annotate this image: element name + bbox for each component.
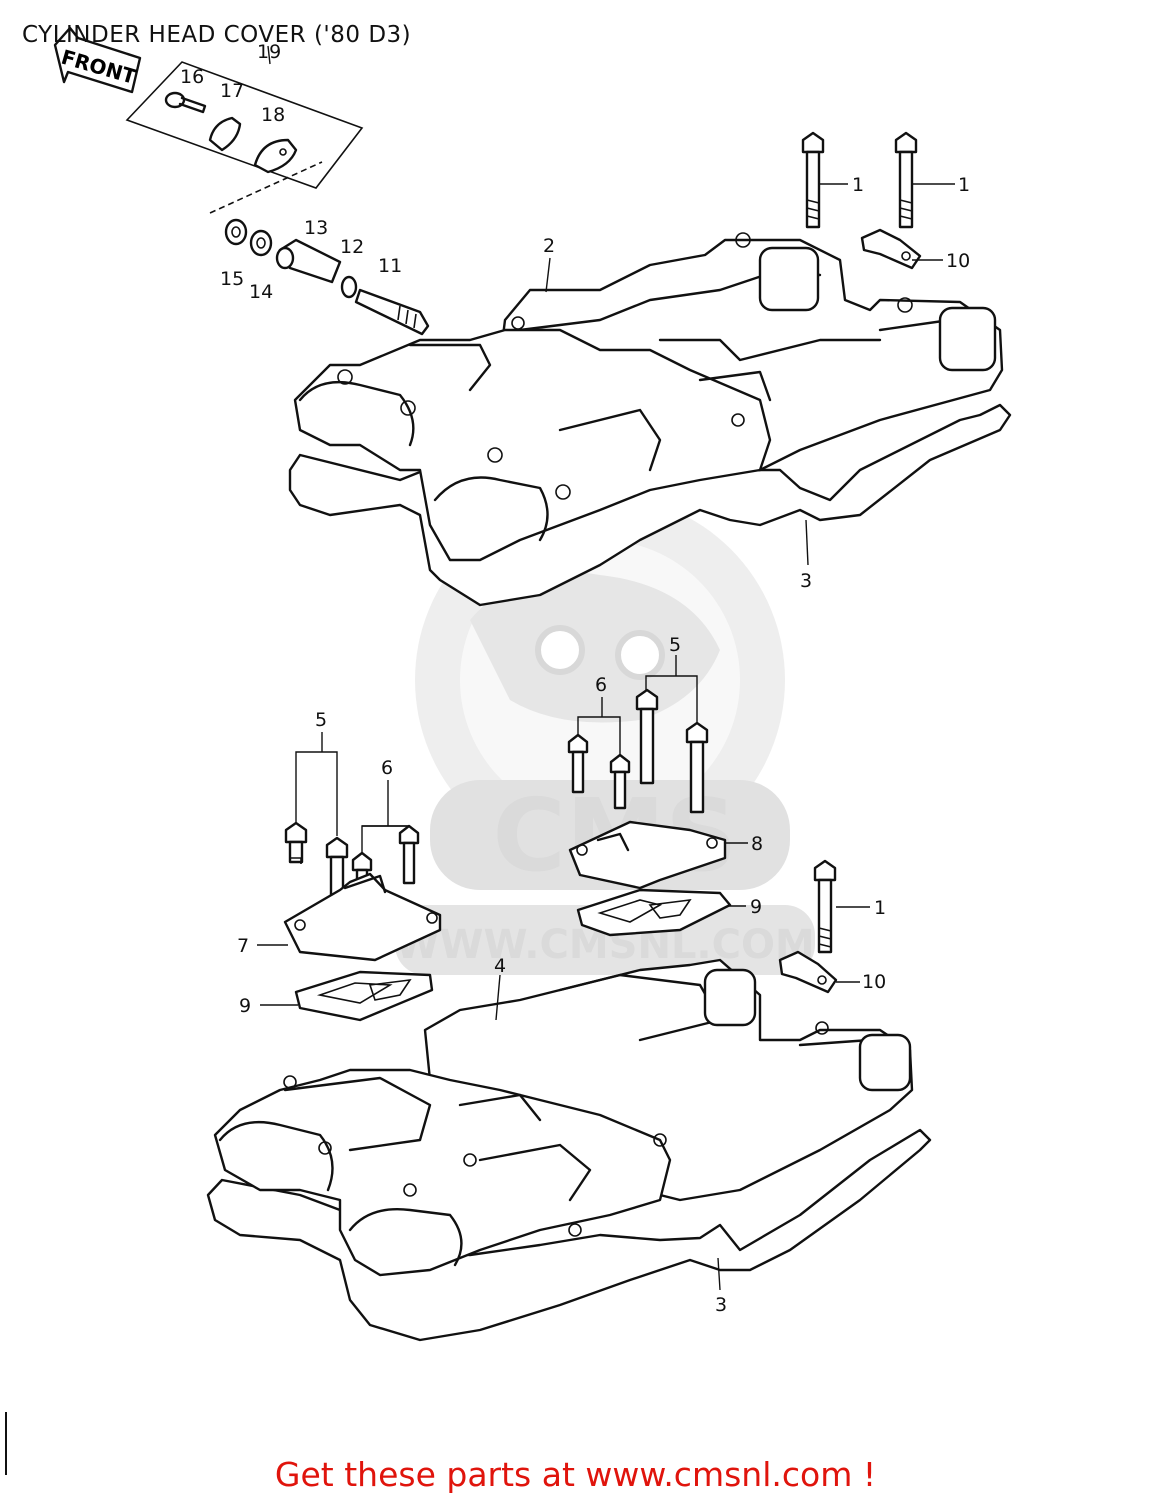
part-5-bolt-right-a bbox=[635, 688, 659, 785]
callout-4: 4 bbox=[494, 955, 506, 977]
callout-3: 3 bbox=[715, 1294, 727, 1316]
part-1-bolt-a bbox=[801, 131, 825, 229]
callout-9: 9 bbox=[239, 995, 251, 1017]
part-18-plate bbox=[253, 138, 298, 174]
callout-6: 6 bbox=[595, 674, 607, 696]
callout-7: 7 bbox=[237, 935, 249, 957]
part-1-bolt-c bbox=[813, 859, 837, 954]
part-5-bolt-right-b bbox=[685, 721, 709, 814]
callout-2: 2 bbox=[543, 235, 555, 257]
callout-8: 8 bbox=[751, 833, 763, 855]
callout-12: 12 bbox=[340, 236, 364, 258]
callout-16: 16 bbox=[180, 66, 204, 88]
part-6-bolt-right-a bbox=[567, 733, 589, 794]
callout-1: 1 bbox=[852, 174, 864, 196]
callout-9: 9 bbox=[750, 896, 762, 918]
callout-11: 11 bbox=[378, 255, 402, 277]
callout-10: 10 bbox=[946, 250, 970, 272]
callout-10: 10 bbox=[862, 971, 886, 993]
part-10-bracket-bottom bbox=[778, 950, 838, 994]
callout-19: 19 bbox=[257, 41, 281, 63]
part-16-screw bbox=[164, 91, 207, 114]
part-14-seal bbox=[249, 229, 273, 257]
part-13-bushing bbox=[275, 238, 342, 284]
callout-5: 5 bbox=[315, 709, 327, 731]
part-9-gasket-right bbox=[576, 888, 732, 937]
part-7-plate bbox=[283, 872, 442, 962]
part-6-bolt-right-b bbox=[609, 753, 631, 810]
part-15-seal bbox=[224, 218, 248, 246]
callout-14: 14 bbox=[249, 281, 273, 303]
callout-13: 13 bbox=[304, 217, 328, 239]
callout-labels: 1 1 1 2 3 3 4 5 5 6 6 7 8 9 9 10 10 11 1… bbox=[180, 41, 970, 1316]
callout-5: 5 bbox=[669, 634, 681, 656]
callout-17: 17 bbox=[220, 80, 244, 102]
callout-3: 3 bbox=[800, 570, 812, 592]
part-6-bolt-left-b bbox=[398, 824, 420, 885]
part-5-bolt-left-b bbox=[325, 836, 349, 901]
callout-1: 1 bbox=[874, 897, 886, 919]
part-1-bolt-b bbox=[894, 131, 918, 229]
part-8-plate bbox=[568, 820, 727, 890]
part-12-oring bbox=[340, 275, 358, 299]
part-4-head-cover-bottom bbox=[206, 958, 932, 1342]
callout-15: 15 bbox=[220, 268, 244, 290]
callout-18: 18 bbox=[261, 104, 285, 126]
kit-box-19 bbox=[125, 61, 364, 214]
part-5-bolt-left-a bbox=[284, 821, 308, 864]
part-17-plate bbox=[208, 116, 242, 152]
part-10-bracket-top bbox=[860, 228, 922, 270]
parts-link-footer[interactable]: Get these parts at www.cmsnl.com ! bbox=[274, 1455, 877, 1494]
part-2-head-cover-top bbox=[288, 232, 1012, 607]
part-11-gear bbox=[354, 288, 430, 336]
page-title: CYLINDER HEAD COVER ('80 D3) bbox=[22, 22, 412, 48]
callout-6: 6 bbox=[381, 757, 393, 779]
part-9-gasket-left bbox=[294, 970, 434, 1022]
leader-lines bbox=[257, 45, 955, 1291]
callout-1: 1 bbox=[958, 174, 970, 196]
